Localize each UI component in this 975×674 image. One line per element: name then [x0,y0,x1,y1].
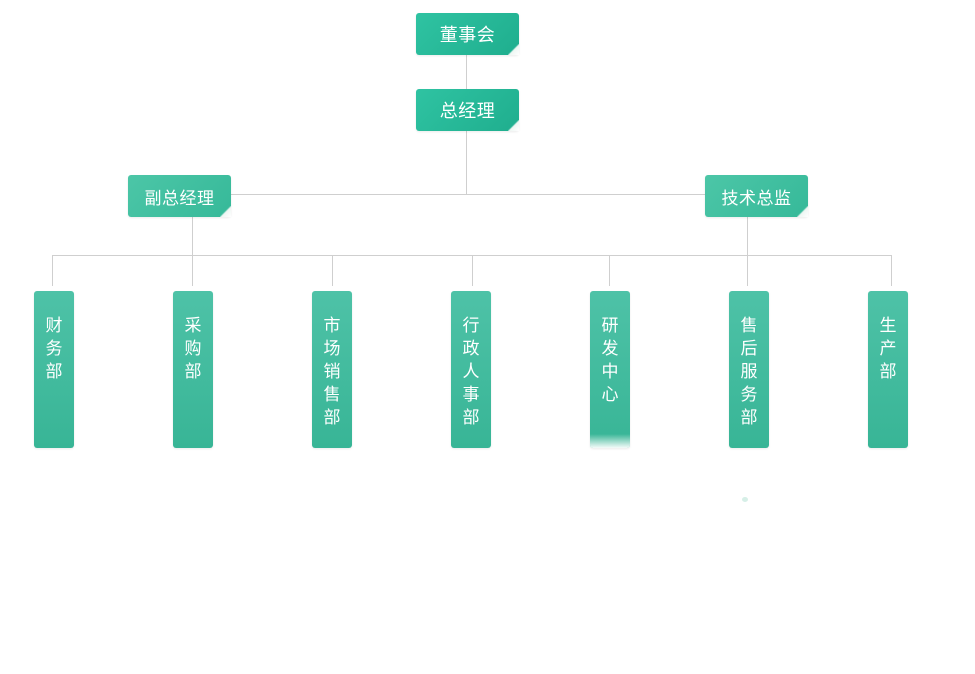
department-purchasing: 采 购 部 [173,291,213,448]
department-after-sales: 售 后 服 务 部 [729,291,769,448]
department-production: 生 产 部 [868,291,908,448]
page-curl-icon [508,120,519,131]
page-curl-icon [797,206,808,217]
board-label: 董事会 [439,25,496,46]
connector-dept-6 [747,255,748,286]
connector-dept-3 [332,255,333,286]
connector-dept-1 [52,255,53,286]
department-label: 市 场 销 售 部 [323,316,341,428]
connector-board-to-gm [466,55,467,89]
department-label: 研 发 中 心 [601,316,619,405]
department-marketing-sales: 市 场 销 售 部 [312,291,352,448]
connector-dept-4 [472,255,473,286]
general-manager-node: 总经理 [416,89,519,131]
department-label: 售 后 服 务 部 [740,316,758,428]
department-label: 财 务 部 [45,316,63,382]
technical-director-label: 技术总监 [721,188,792,209]
connector-deputy-down [192,217,193,256]
department-label: 行 政 人 事 部 [462,316,480,428]
connector-dept-7 [891,255,892,286]
department-label: 采 购 部 [184,316,202,382]
technical-director-node: 技术总监 [705,175,808,217]
department-label: 生 产 部 [879,316,897,382]
highlight-glow [590,434,630,448]
page-curl-icon [220,206,231,217]
connector-manager-bar [231,194,705,195]
page-curl-icon [508,44,519,55]
department-finance: 财 务 部 [34,291,74,448]
board-node: 董事会 [416,13,519,55]
connector-dept-2 [192,255,193,286]
connector-cto-down [747,217,748,256]
department-rnd-center: 研 发 中 心 [590,291,630,448]
general-manager-label: 总经理 [439,101,496,122]
connector-dept-5 [609,255,610,286]
connector-gm-down [466,131,467,194]
deputy-manager-label: 副总经理 [144,188,215,209]
decorative-speck [742,497,748,502]
department-admin-hr: 行 政 人 事 部 [451,291,491,448]
deputy-manager-node: 副总经理 [128,175,231,217]
